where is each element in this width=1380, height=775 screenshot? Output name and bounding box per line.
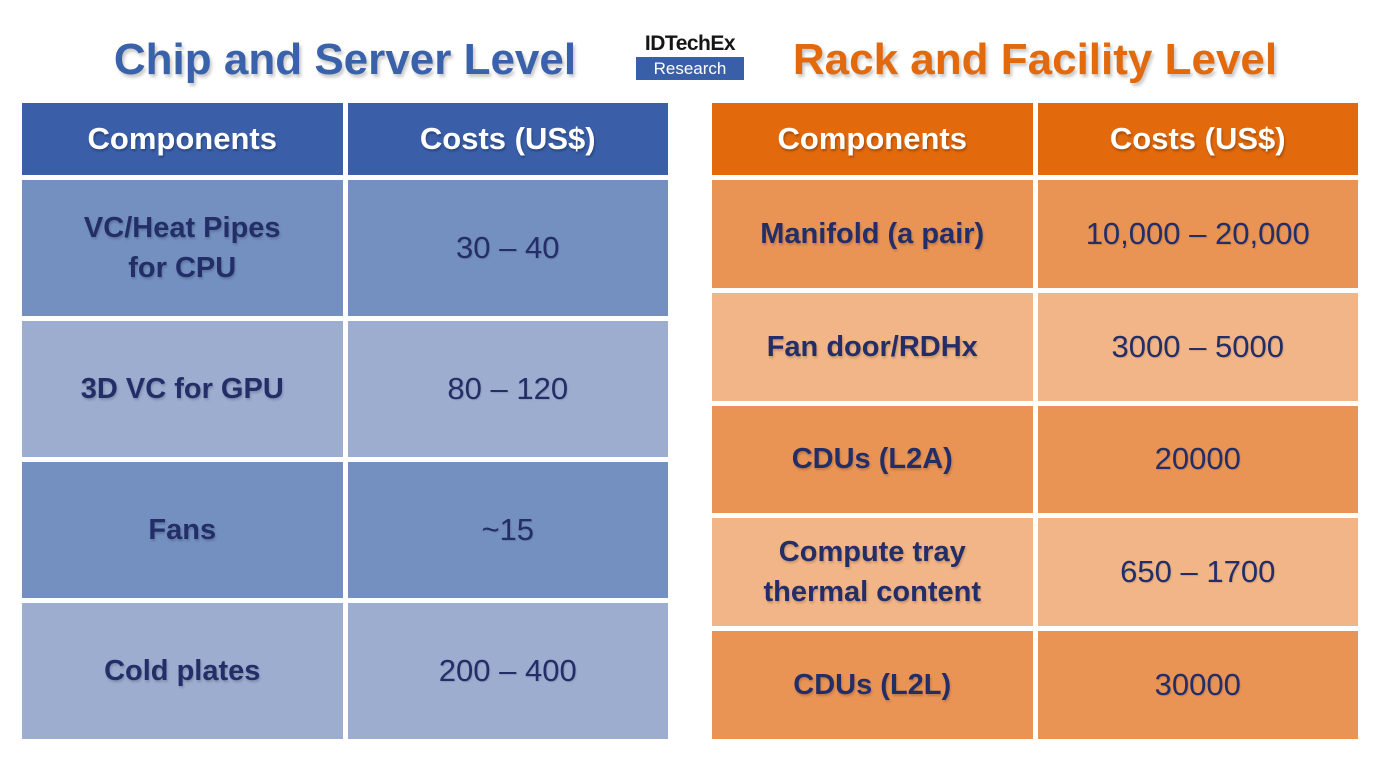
rack-facility-header-costs: Costs (US$) <box>1037 103 1358 175</box>
chip-server-table: Components Costs (US$) VC/Heat Pipes for… <box>22 103 668 739</box>
idtechex-logo: IDTechEx Research <box>636 32 744 80</box>
rack-facility-row-cost: 10,000 – 20,000 <box>1037 180 1358 288</box>
rack-facility-row-component: Fan door/RDHx <box>712 292 1033 401</box>
rack-facility-table: Components Costs (US$) Manifold (a pair)… <box>712 103 1358 739</box>
idtechex-logo-brand-text: IDTechEx <box>644 32 736 55</box>
rack-facility-row-cost: 650 – 1700 <box>1037 518 1358 627</box>
chip-server-header-costs: Costs (US$) <box>347 103 668 175</box>
chip-server-row-component: 3D VC for GPU <box>22 321 343 457</box>
rack-facility-header-components: Components <box>712 103 1033 175</box>
rack-facility-row-component: CDUs (L2A) <box>712 405 1033 514</box>
chip-server-row-cost: ~15 <box>347 462 668 598</box>
rack-facility-section-title: Rack and Facility Level <box>792 35 1278 84</box>
chip-server-row-component: VC/Heat Pipes for CPU <box>22 180 343 316</box>
rack-facility-row-cost: 30000 <box>1037 631 1358 739</box>
rack-facility-row-cost: 20000 <box>1037 405 1358 514</box>
chip-server-section-title: Chip and Server Level <box>113 35 577 84</box>
chip-server-header-components: Components <box>22 103 343 175</box>
rack-facility-row-component: Compute tray thermal content <box>712 518 1033 627</box>
rack-facility-row-component: CDUs (L2L) <box>712 631 1033 739</box>
rack-facility-row-component: Manifold (a pair) <box>712 180 1033 288</box>
rack-facility-row-cost: 3000 – 5000 <box>1037 292 1358 401</box>
idtechex-logo-research-badge: Research <box>636 57 744 80</box>
chip-server-row-cost: 200 – 400 <box>347 603 668 739</box>
chip-server-row-cost: 80 – 120 <box>347 321 668 457</box>
chip-server-row-cost: 30 – 40 <box>347 180 668 316</box>
chip-server-row-component: Fans <box>22 462 343 598</box>
chip-server-row-component: Cold plates <box>22 603 343 739</box>
